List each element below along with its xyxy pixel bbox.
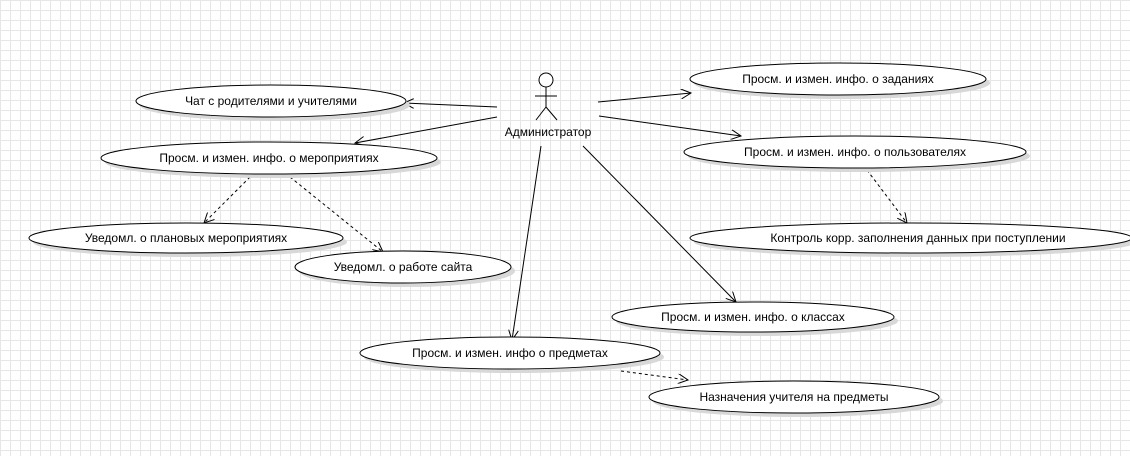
assoc-chat[interactable] [404, 103, 498, 107]
assoc-users[interactable] [598, 115, 741, 136]
use-case-control[interactable]: Контроль корр. заполнения данных при пос… [689, 222, 1130, 257]
use-case-control-label: Контроль корр. заполнения данных при пос… [770, 231, 1065, 245]
use-case-planned[interactable]: Уведомл. о плановых мероприятиях [28, 222, 347, 257]
use-case-users[interactable]: Просм. и измен. инфо. о пользователях [683, 135, 1030, 172]
use-case-subjects[interactable]: Просм. и измен. инфо о предметах [359, 336, 664, 373]
dep-events-site[interactable] [289, 176, 383, 252]
use-case-events[interactable]: Просм. и измен. инфо. о мероприятиях [100, 141, 441, 178]
actor-stick-figure-icon [535, 72, 558, 121]
use-case-teacher-label: Назначения учителя на предметы [699, 390, 888, 404]
use-case-subjects-label: Просм. и измен. инфо о предметах [412, 346, 608, 360]
actor-administrator[interactable]: Администратор [505, 72, 592, 139]
actor-label: Администратор [505, 125, 592, 139]
dep-users-control[interactable] [866, 169, 907, 223]
use-case-planned-label: Уведомл. о плановых мероприятиях [85, 231, 287, 245]
use-case-chat-label: Чат с родителями и учителями [185, 94, 357, 108]
use-case-tasks[interactable]: Просм. и измен. инфо. о заданиях [689, 62, 990, 99]
use-case-classes-label: Просм. и измен. инфо. о классах [661, 310, 845, 324]
dependencies [204, 169, 907, 380]
use-case-site-label: Уведомл. о работе сайта [334, 260, 473, 274]
dep-events-planned[interactable] [204, 176, 251, 223]
use-case-events-label: Просм. и измен. инфо. о мероприятиях [159, 151, 378, 165]
assoc-events[interactable] [355, 116, 498, 143]
use-case-chat[interactable]: Чат с родителями и учителями [135, 84, 410, 121]
use-case-users-label: Просм. и измен. инфо. о пользователях [744, 145, 966, 159]
assoc-classes[interactable] [582, 145, 736, 302]
associations [355, 93, 741, 340]
use-case-classes[interactable]: Просм. и измен. инфо. о классах [611, 301, 898, 336]
use-case-tasks-label: Просм. и измен. инфо. о заданиях [742, 72, 934, 86]
use-case-site[interactable]: Уведомл. о работе сайта [294, 250, 515, 287]
assoc-tasks[interactable] [597, 93, 691, 103]
assoc-subjects[interactable] [512, 145, 542, 340]
use-case-teacher[interactable]: Назначения учителя на предметы [648, 380, 943, 417]
dep-subjects-teacher[interactable] [620, 370, 688, 380]
